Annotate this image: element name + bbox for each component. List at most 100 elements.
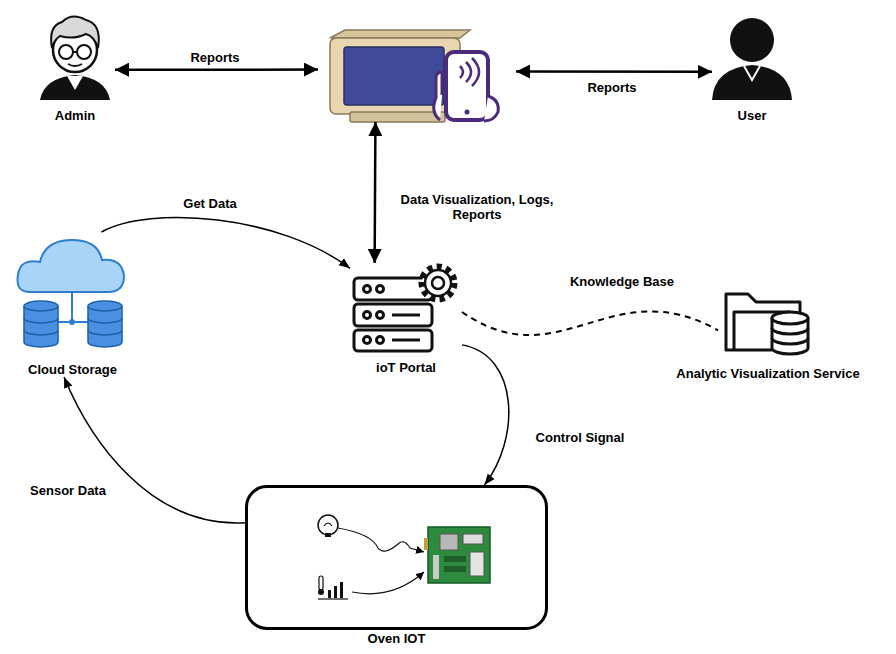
cloud-storage-icon-part [24,301,122,347]
service-node: Analytic Visualization Service [718,285,818,358]
oven-internals-part [444,556,466,562]
oven-internals-part [424,538,428,550]
edge-label: Control Signal [534,430,627,445]
computer-phone-icon-part [484,96,498,121]
oven-internals-part [319,576,323,590]
oven-internals-part [428,527,490,583]
arrow-connector [102,218,350,269]
folder-database-icon [726,294,808,354]
computer-phone-icon [330,30,498,122]
device-box: Oven IOT [245,485,548,630]
computer-phone-icon-part [434,72,442,120]
edge-label: Reports [585,80,638,95]
server-gear-icon-part [354,330,432,351]
oven-internals-part [444,566,466,572]
user-icon [712,18,792,100]
oven-internals-part [328,590,331,598]
edge-label: Data Visualization, Logs, Reports [393,192,562,222]
user-icon-part [730,18,774,62]
computer-phone-icon-part [446,52,488,120]
oven-internals-part [318,598,348,599]
server-gear-icon [354,267,454,351]
device-node [318,25,516,122]
edge-label: Get Data [181,196,238,211]
computer-phone-icon-part [465,110,470,115]
actor-node: User [712,12,792,100]
admin-icon-part [59,45,73,59]
server-gear-icon-part [354,278,432,300]
oven-internals-part [352,572,424,594]
admin-icon [40,16,110,100]
cloud-storage-icon-part [69,319,75,325]
server-gear-icon-part [422,267,454,299]
computer-phone-icon-part [344,47,444,105]
edge-label: Knowledge Base [568,274,676,289]
arrow-connector [462,345,509,485]
cloud-storage-icon-part [18,240,125,292]
computer-phone-icon-part [460,58,479,86]
actor-node: Admin [35,8,115,100]
computer-phone-icon-part [330,30,470,38]
cloud-storage-icon-part [71,292,73,322]
server-gear-icon-part [364,286,371,293]
node-label: Admin [55,108,95,123]
oven-internals-part [463,534,483,544]
oven-internals-part [334,586,337,598]
oven-internals-part [440,534,458,550]
folder-database-icon-part [772,328,808,344]
server-gear-icon-part [392,339,420,342]
oven-internals [318,515,490,599]
arrow-connector [115,68,318,71]
admin-icon-part [67,76,83,90]
cloud-storage-icon-part-part [24,301,58,311]
node-label: ioT Portal [376,360,436,375]
dashed-connector [462,311,718,335]
oven-internals-part [338,528,424,552]
server-node: ioT Portal [350,263,462,352]
oven-internals-part [340,582,343,598]
server-gear-icon-part [392,314,420,317]
server-gear-icon-part [377,312,384,319]
arrow-connector [516,70,712,73]
oven-internals-part [433,555,439,579]
cloud-storage-icon-part-part [88,306,122,347]
admin-icon-part [40,75,110,100]
oven-internals-part [325,533,331,537]
cloud-storage-icon-part-part [24,318,58,335]
arrow-connector [373,122,376,263]
user-icon-part [744,66,760,80]
edge-label: Sensor Data [28,483,108,498]
admin-icon-part [73,51,77,53]
server-gear-icon-part [354,304,432,326]
computer-phone-icon-part [350,112,445,122]
cloud-storage-icon [18,240,125,347]
oven-internals-part [470,552,484,576]
server-gear-icon-part [377,286,384,293]
oven-internals-part [318,589,324,595]
cloud-storage-icon-part-part [24,306,58,347]
node-label: User [738,108,767,123]
oven-internals-part [318,515,338,535]
server-gear-icon-part [364,337,371,344]
server-gear-icon-part [364,312,371,319]
node-label: Cloud Storage [12,362,133,377]
server-gear-icon-part [432,277,444,289]
cloud-storage-icon-part-part [88,301,122,311]
server-gear-icon-part [425,270,451,296]
server-gear-icon-part [377,337,384,344]
admin-icon-part [77,45,91,59]
admin-icon-part [68,64,82,66]
oven-internals-part [324,523,332,526]
edge-label: Reports [188,50,241,65]
storage-node: Cloud Storage [12,232,133,377]
admin-icon-part [51,16,99,48]
node-label: Oven IOT [368,631,426,646]
folder-database-icon-part [772,312,808,324]
node-label: Analytic Visualization Service [676,366,859,381]
cloud-storage-icon-part-part [88,318,122,335]
user-icon-part [712,65,792,100]
arrow-connector [64,377,245,523]
